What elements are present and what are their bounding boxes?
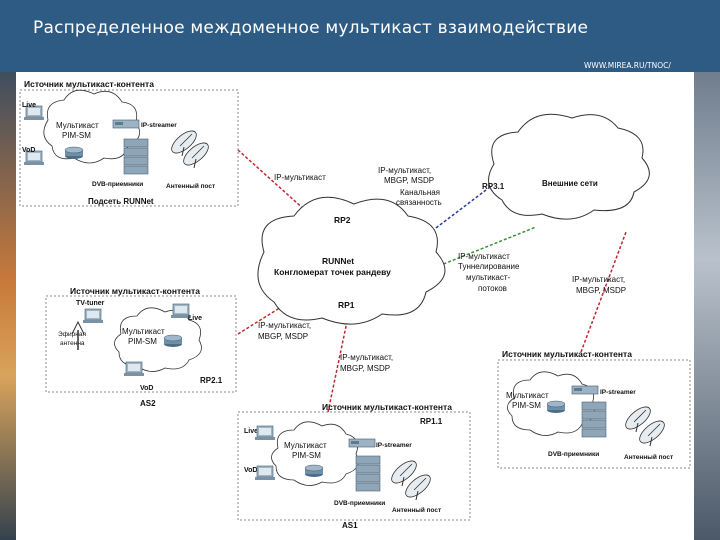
link-as1-line1: IP-мультикаст, — [340, 353, 393, 362]
as1-caption: AS1 — [342, 521, 358, 530]
center-rp1-label: RP1 — [338, 300, 355, 310]
runnet-pim-label: PIM-SM — [62, 131, 91, 140]
as1-multicast-label: Мультикаст — [284, 441, 327, 450]
right-streamer-label: IP-streamer — [600, 389, 636, 396]
as1-source-group: Источник мультикаст-контента RP1.1 Live … — [237, 402, 471, 530]
diagram-canvas: Источник мультикаст-контента Live VoD Му… — [19, 79, 691, 530]
runnet-multicast-label: Мультикаст — [56, 121, 99, 130]
slide-url: WWW.MIREA.RU/TNOC/ — [584, 61, 671, 70]
link-right-line1: IP-мультикаст, — [572, 275, 625, 284]
link-ext-line4: связанность — [396, 198, 442, 207]
title-bar: Распределенное междоменное мультикаст вз… — [0, 0, 720, 72]
as1-vod-label: VoD — [244, 467, 257, 474]
as2-ether2-label: антенна — [60, 340, 85, 347]
center-desc-label: Конгломерат точек рандеву — [274, 267, 391, 277]
right-source-group: Источник мультикаст-контента Мультикаст … — [497, 349, 691, 469]
left-decoration — [0, 72, 16, 540]
link-ext-line1: IP-мультикаст, — [378, 166, 431, 175]
runnet-source-box — [19, 89, 239, 207]
link-right-source — [580, 231, 627, 353]
right-multicast-label: Мультикаст — [506, 391, 549, 400]
link-tunnel-line4: потоков — [478, 284, 507, 293]
right-source-box — [497, 359, 691, 469]
as1-source-box — [237, 411, 471, 521]
right-router-icon — [546, 400, 566, 414]
as1-source-title: Источник мультикаст-контента — [322, 402, 452, 412]
as1-live-pc-icon — [254, 425, 276, 441]
as2-rp-label: RP2.1 — [200, 376, 223, 385]
as2-live-label: Live — [188, 315, 202, 322]
as2-pim-label: PIM-SM — [128, 337, 157, 346]
external-rp-label: RP3.1 — [482, 182, 505, 191]
link-tunnel-line1: IP-мультикаст — [458, 252, 510, 261]
center-cloud-group: RP2 RUNNet Конгломерат точек рандеву RP1 — [257, 196, 446, 325]
right-source-title: Источник мультикаст-контента — [502, 349, 632, 359]
link-tunnel-line2: Туннелирование — [458, 262, 520, 271]
runnet-streamer-label: IP-streamer — [141, 122, 177, 129]
as1-router-icon — [304, 464, 324, 478]
as2-source-box — [45, 295, 237, 393]
runnet-router-icon — [64, 146, 84, 160]
as2-cloud — [114, 307, 202, 372]
runnet-dvb-label: DVB-приемники — [92, 181, 143, 188]
as2-vod-pc-icon — [123, 361, 145, 377]
link-tunnel-line3: мультикаст- — [466, 273, 511, 282]
link-as2-line1: IP-мультикаст, — [258, 321, 311, 330]
as1-dvb-label: DVB-приемники — [334, 500, 385, 507]
runnet-source-title: Источник мультикаст-контента — [24, 79, 154, 89]
as1-dvb-stack-icon — [355, 455, 381, 492]
runnet-cloud — [43, 89, 140, 164]
as1-pim-label: PIM-SM — [292, 451, 321, 460]
runnet-streamer-icon — [112, 119, 140, 129]
link-as2-line2: MBGP, MSDP — [258, 332, 308, 341]
external-cloud-group: RP3.1 Внешние сети — [482, 113, 650, 220]
external-cloud — [488, 113, 650, 220]
right-dvb-label: DVB-приемники — [548, 451, 599, 458]
as2-tuner-label: TV-tuner — [76, 300, 105, 307]
as1-vod-pc-icon — [254, 465, 276, 481]
as2-ether1-label: Эфирная — [58, 331, 86, 338]
link-as1 — [327, 311, 350, 413]
link-ext-line2: MBGP, MSDP — [384, 176, 434, 185]
runnet-vod-label: VoD — [22, 147, 35, 154]
runnet-antenna-label: Антенный пост — [166, 182, 215, 190]
as2-caption: AS2 — [140, 399, 156, 408]
as2-router-icon — [163, 334, 183, 348]
right-antenna-label: Антенный пост — [624, 453, 673, 461]
as2-source-group: Источник мультикаст-контента TV-tuner Эф… — [45, 286, 237, 408]
link-ext-line3: Канальная — [400, 188, 440, 197]
as1-antenna-label: Антенный пост — [392, 506, 441, 514]
as2-multicast-label: Мультикаст — [122, 327, 165, 336]
as1-rp-label: RP1.1 — [420, 417, 443, 426]
link-as1-line2: MBGP, MSDP — [340, 364, 390, 373]
right-streamer-icon — [571, 385, 599, 395]
runnet-dvb-stack-icon — [123, 138, 149, 175]
external-name-label: Внешние сети — [542, 179, 598, 188]
right-decoration — [694, 72, 720, 540]
slide-title: Распределенное междоменное мультикаст вз… — [33, 18, 589, 38]
as2-source-title: Источник мультикаст-контента — [70, 286, 200, 296]
right-pim-label: PIM-SM — [512, 401, 541, 410]
as2-vod-label: VoD — [140, 385, 153, 392]
as2-tuner-icon — [82, 308, 104, 324]
center-rp2-label: RP2 — [334, 215, 351, 225]
as1-streamer-icon — [348, 438, 376, 448]
as1-live-label: Live — [244, 428, 258, 435]
runnet-source-group: Источник мультикаст-контента Live VoD Му… — [19, 79, 239, 207]
link-as2 — [237, 303, 287, 335]
runnet-live-label: Live — [22, 102, 36, 109]
runnet-caption: Подсеть RUNNet — [88, 197, 154, 206]
network-diagram: Источник мультикаст-контента Live VoD Му… — [16, 72, 694, 540]
center-runnet-label: RUNNet — [322, 256, 354, 266]
as1-streamer-label: IP-streamer — [376, 442, 412, 449]
as2-antenna-icon — [71, 320, 85, 335]
link-runnet-label: IP-мультикаст — [274, 173, 326, 182]
link-external — [427, 189, 487, 235]
link-right-line2: MBGP, MSDP — [576, 286, 626, 295]
center-cloud — [257, 196, 446, 325]
